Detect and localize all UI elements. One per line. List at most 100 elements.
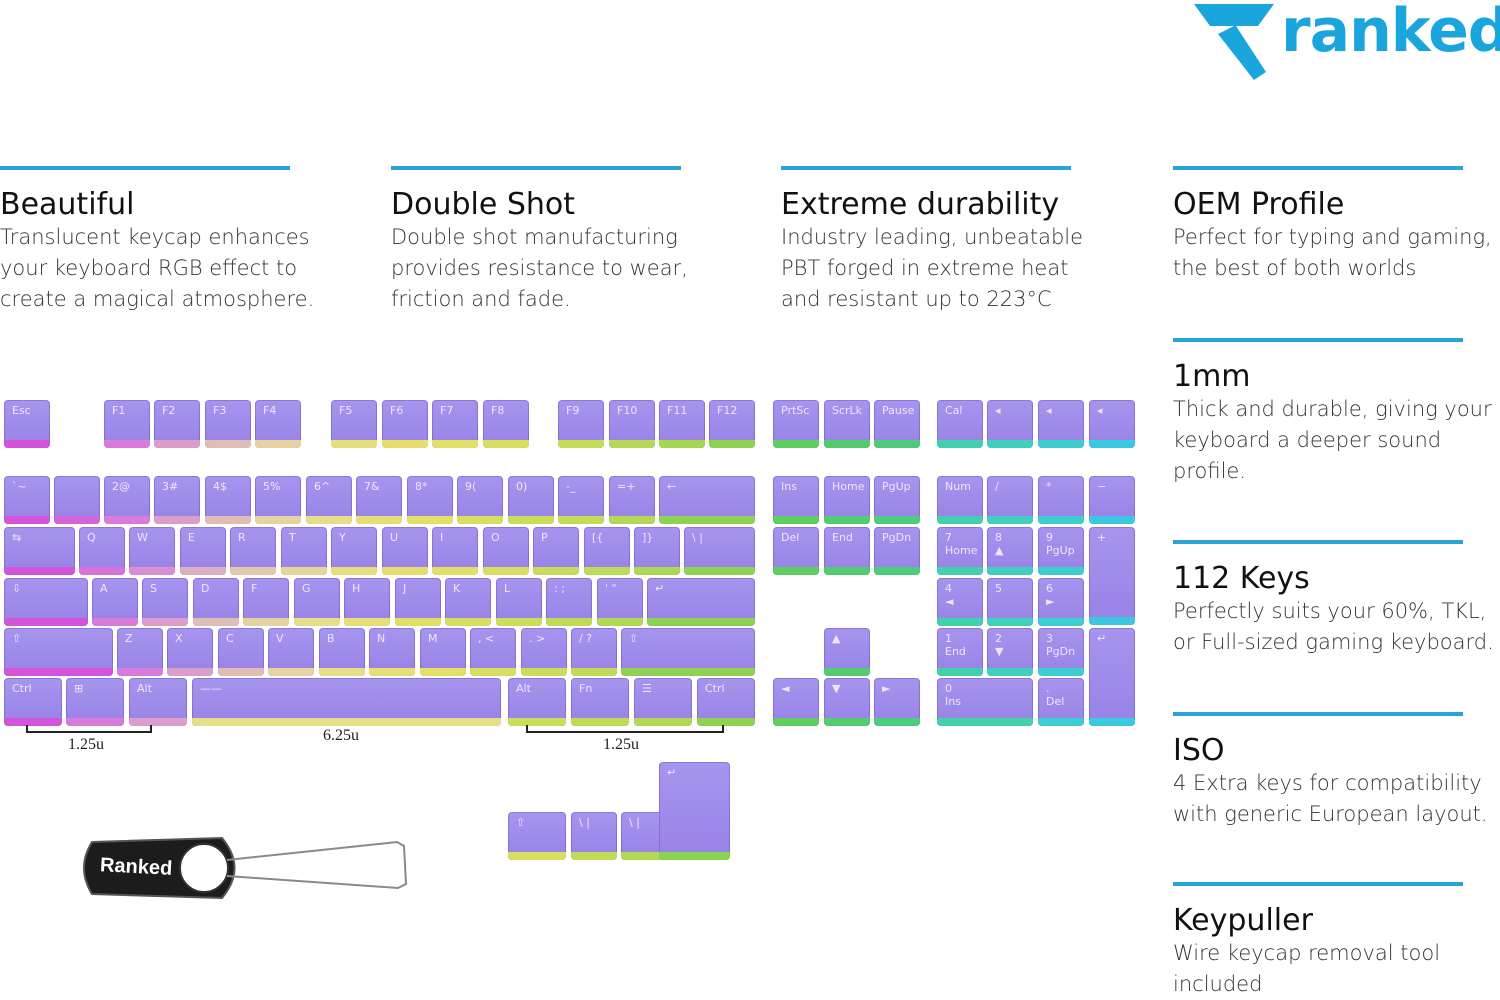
keycap-semi: : ; xyxy=(546,578,592,626)
feature-title: Extreme durability xyxy=(781,187,1060,222)
keycap-legend: 3# xyxy=(162,480,179,493)
keycap-k1: 1 End xyxy=(937,628,983,676)
keycap-legend: 5% xyxy=(263,480,281,493)
keycap-kminus: − xyxy=(1089,476,1135,524)
keycap-legend: Q xyxy=(87,531,96,544)
keycap-legend: 6^ xyxy=(314,480,331,493)
keycap-legend: ► xyxy=(882,682,891,695)
keycap-legend: —— xyxy=(200,682,222,695)
keycap-enter: ↵ xyxy=(647,578,755,626)
section-divider xyxy=(391,166,681,170)
keycap-u: U xyxy=(382,527,428,575)
keycap-iso_enter: ↵ xyxy=(659,762,730,860)
keycap-legend: S xyxy=(150,582,157,595)
keycap-fn: Fn xyxy=(571,678,629,726)
brand-name: ranked xyxy=(1281,0,1500,66)
keycap-legend: 3 PgDn xyxy=(1046,632,1076,658)
keycap-k: K xyxy=(445,578,491,626)
keycap-left: ◄ xyxy=(773,678,819,726)
keycap-pgdn: PgDn xyxy=(874,527,920,575)
keycap-legend: ▲ xyxy=(832,632,841,645)
keycap-legend: F7 xyxy=(440,404,454,417)
keycap-legend: R xyxy=(238,531,246,544)
feature-text: Translucent keycap enhances your keyboar… xyxy=(0,225,315,311)
keycap-f4: F4 xyxy=(255,400,301,448)
keycap-legend: F4 xyxy=(263,404,277,417)
keycap-f2: F2 xyxy=(154,400,200,448)
keycap-legend: X xyxy=(175,632,183,645)
dimension-bracket-left xyxy=(26,725,152,733)
keycap-legend: 6 ► xyxy=(1046,582,1055,608)
keycap-legend: F10 xyxy=(617,404,638,417)
keycap-legend: D xyxy=(201,582,210,595)
keycap-legend: F12 xyxy=(717,404,738,417)
keycap-legend: =+ xyxy=(617,480,636,493)
keycap-legend: P xyxy=(541,531,548,544)
feature-text: Double shot manufacturing provides resis… xyxy=(391,225,688,311)
keycap-minus: -_ xyxy=(558,476,604,524)
keycap-legend: ⇩ xyxy=(12,582,22,595)
keycap-down: ▼ xyxy=(824,678,870,726)
volume-icon: ◂ xyxy=(1046,404,1052,417)
dimension-left-label: 1.25u xyxy=(68,736,104,753)
feature-text: Perfectly suits your 60%, TKL, or Full-s… xyxy=(1173,599,1494,654)
section-divider xyxy=(1173,338,1463,342)
keycap-f6: F6 xyxy=(382,400,428,448)
section-divider xyxy=(1173,540,1463,544)
keycap-legend: T xyxy=(289,531,296,544)
keycap-legend: F xyxy=(251,582,258,595)
keycap-n: N xyxy=(369,628,415,676)
keycap-n7: 7& xyxy=(356,476,402,524)
section-divider xyxy=(1173,166,1463,170)
feature-1mm: 1mm Thick and durable, giving your keybo… xyxy=(1173,338,1498,487)
keycap-b: B xyxy=(319,628,365,676)
keycap-legend: 9 PgUp xyxy=(1046,531,1075,557)
keycap-y: Y xyxy=(331,527,377,575)
keycap-lshift: ⇧ xyxy=(4,628,113,676)
keycap-bsl: \ | xyxy=(684,527,755,575)
section-divider xyxy=(1173,712,1463,716)
keycap-o: O xyxy=(483,527,529,575)
keycap-kenter: ↵ xyxy=(1089,628,1135,726)
keycap-legend: Alt xyxy=(137,682,152,695)
section-divider xyxy=(0,166,290,170)
keycap-star: * xyxy=(1038,476,1084,524)
keycap-legend: ]} xyxy=(642,531,654,544)
keycap-legend: ScrLk xyxy=(832,404,863,417)
keycap-legend: ⇧ xyxy=(629,632,639,645)
keycap-legend: Z xyxy=(125,632,133,645)
keycap-pause: Pause xyxy=(874,400,920,448)
keycap-legend: PgDn xyxy=(882,531,912,544)
keycap-e: E xyxy=(180,527,226,575)
keycap-iso_shift: ⇧ xyxy=(508,812,566,860)
keycap-caps: ⇩ xyxy=(4,578,88,626)
keycap-legend: Ctrl xyxy=(705,682,725,695)
keycap-ralt: Alt xyxy=(508,678,566,726)
keycap-legend: Del xyxy=(781,531,800,544)
keycap-m: M xyxy=(420,628,466,676)
keycap-c: C xyxy=(218,628,264,676)
feature-112-keys: 112 Keys Perfectly suits your 60%, TKL, … xyxy=(1173,540,1498,658)
keycap-n1 xyxy=(54,476,100,524)
keycap-legend: . Del xyxy=(1046,682,1065,708)
keycap-d: D xyxy=(193,578,239,626)
feature-durability: Extreme durability Industry leading, unb… xyxy=(781,166,1111,315)
keycap-f11: F11 xyxy=(659,400,705,448)
keycap-legend: V xyxy=(276,632,284,645)
keycap-k8: 8 ▲ xyxy=(987,527,1033,575)
keycap-del: Del xyxy=(773,527,819,575)
keycap-legend: F5 xyxy=(339,404,353,417)
keycap-legend: PgUp xyxy=(882,480,911,493)
keycap-legend: F6 xyxy=(390,404,404,417)
keycap-legend: -_ xyxy=(566,480,576,493)
keycap-f8: F8 xyxy=(483,400,529,448)
feature-iso: ISO 4 Extra keys for compatibility with … xyxy=(1173,712,1498,830)
keycap-legend: 7& xyxy=(364,480,380,493)
keycap-f3: F3 xyxy=(205,400,251,448)
keycap-s: S xyxy=(142,578,188,626)
keycap-legend: ⇆ xyxy=(12,531,22,544)
keycap-pgup: PgUp xyxy=(874,476,920,524)
keycap-slash: / xyxy=(987,476,1033,524)
feature-beautiful: Beautiful Translucent keycap enhances yo… xyxy=(0,166,330,315)
keycap-legend: 4 ◄ xyxy=(945,582,954,608)
